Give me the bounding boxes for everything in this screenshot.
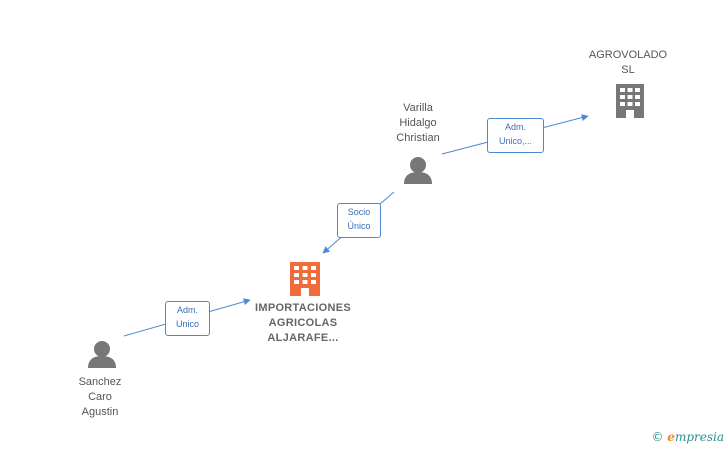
building-icon[interactable] [290, 262, 320, 296]
edge-label-adm-unico: Adm. Unico [165, 301, 210, 336]
building-icon[interactable] [616, 84, 644, 118]
person-icon[interactable] [88, 341, 116, 368]
node-label-varilla[interactable]: Varilla Hidalgo Christian [396, 102, 440, 144]
edge-label-socio-unico: Socio Único [337, 203, 381, 238]
node-label-agrovolado[interactable]: AGROVOLADO SL [588, 49, 668, 76]
edge-label-adm-unico-more: Adm. Unico,... [487, 118, 544, 153]
brand-initial: e [667, 430, 675, 444]
node-label-sanchez[interactable]: Sanchez Caro Agustin [78, 376, 122, 418]
node-label-importaciones[interactable]: IMPORTACIONES AGRICOLAS ALJARAFE... [255, 302, 351, 344]
copyright-icon: © [651, 430, 664, 444]
empresia-logo: © empresia [651, 430, 724, 444]
brand-name: mpresia [674, 430, 724, 444]
person-icon[interactable] [404, 157, 432, 184]
